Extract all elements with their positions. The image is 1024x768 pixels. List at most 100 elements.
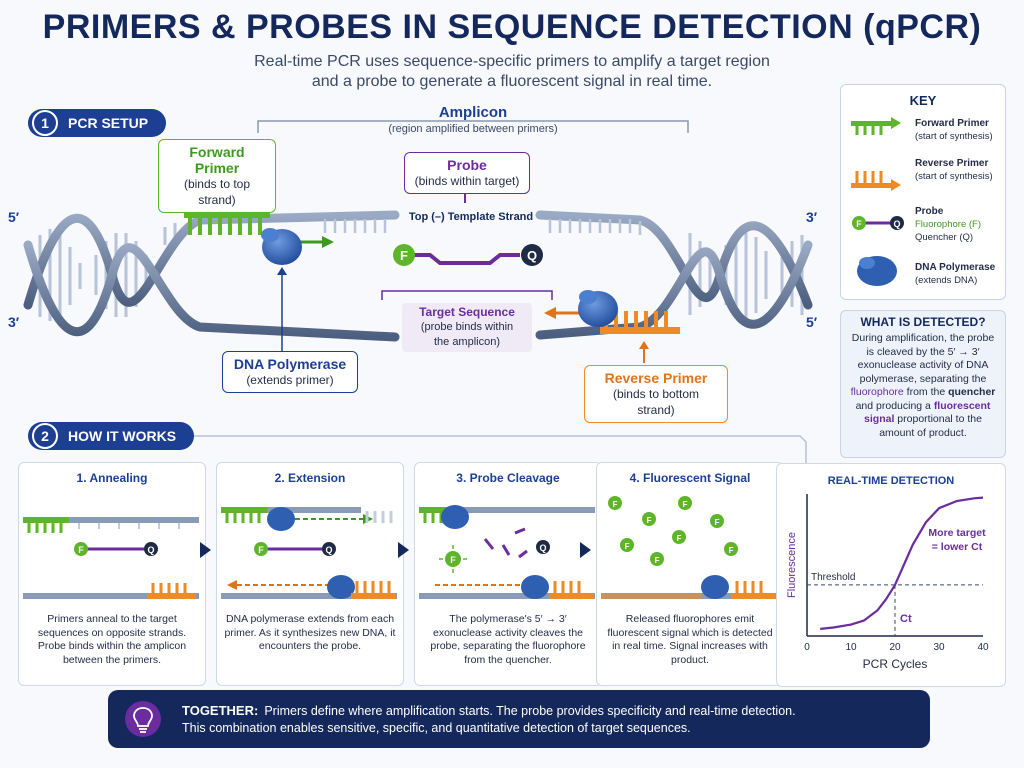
step-3-title: 3. Probe Cleavage xyxy=(456,471,560,485)
detected-signal: fluorescent signal xyxy=(864,399,991,426)
step-extension-panel: 2. Extension F Q DNA polymerase extends … xyxy=(216,462,404,686)
forward-primer-callout: Forward Primer (binds to top strand) xyxy=(158,139,276,213)
subtitle-line-2: and a probe to generate a fluorescent si… xyxy=(311,73,713,90)
step-2-description: DNA polymerase extends from each primer.… xyxy=(224,613,396,652)
step-signal-panel: 4. Fluorescent Signal F F F F F F F F Re… xyxy=(596,462,784,686)
key-row-forward: Forward Primer (start of synthesis) xyxy=(915,117,993,143)
probe-f-glyph: F xyxy=(400,248,408,263)
probe-title: Probe xyxy=(447,157,487,173)
key-title: KEY xyxy=(909,93,937,108)
step-cleavage-panel: 3. Probe Cleavage F Q The polymerase's 5… xyxy=(414,462,602,686)
svg-text:F: F xyxy=(683,500,688,509)
x-tick-label: 40 xyxy=(977,642,989,653)
step-2-illustration: F Q xyxy=(221,507,397,599)
key-panel: KEY F Q Forward Primer (start of synthes… xyxy=(840,84,1006,300)
target-sequence-callout: Target Sequence (probe binds within the … xyxy=(402,303,532,352)
section-2-header: 2 HOW IT WORKS xyxy=(28,422,195,450)
polymerase-right-lobe xyxy=(579,290,597,304)
end-label-top-left: 5′ xyxy=(8,209,20,225)
step-3-illustration: F Q xyxy=(419,505,595,599)
polymerase-left-lobe xyxy=(261,228,279,242)
annotation-line-2: = lower Ct xyxy=(932,541,983,553)
detected-fluorophore: fluorophore xyxy=(850,386,904,398)
polymerase-callout: DNA Polymerase (extends primer) xyxy=(222,351,358,393)
amplicon-label: Amplicon (region amplified between prime… xyxy=(378,104,568,135)
forward-primer-title: Forward Primer xyxy=(189,144,245,176)
svg-text:F: F xyxy=(613,500,618,509)
subtitle-line-1: Real-time PCR uses sequence-specific pri… xyxy=(254,53,770,70)
section-1-header: 1 PCR SETUP xyxy=(28,109,167,137)
key-probe-quench: Quencher (Q) xyxy=(915,232,974,243)
y-axis-label: Fluorescence xyxy=(786,532,798,598)
together-line-2: This combination enables sensitive, spec… xyxy=(182,721,691,735)
bottom-strand-right xyxy=(535,240,813,340)
step-1-title: 1. Annealing xyxy=(76,471,148,485)
reverse-arrowhead xyxy=(544,307,556,319)
probe-callout: Probe (binds within target) xyxy=(404,152,530,194)
detected-title: WHAT IS DETECTED? xyxy=(860,315,986,329)
svg-text:F: F xyxy=(677,534,682,543)
together-label: TOGETHER: xyxy=(182,703,259,718)
svg-text:Q: Q xyxy=(893,219,900,229)
reverse-primer-title: Reverse Primer xyxy=(604,370,708,386)
top-strand-ticks-left xyxy=(323,219,387,233)
svg-text:F: F xyxy=(78,545,84,555)
target-sequence-sub-2: the amplicon) xyxy=(433,336,501,348)
polymerase-subtitle: (extends primer) xyxy=(246,373,334,387)
detected-body: During amplification, the probe is cleav… xyxy=(850,332,996,439)
key-reverse-name: Reverse Primer xyxy=(915,158,989,169)
key-probe-name: Probe xyxy=(915,206,944,217)
amplicon-bracket xyxy=(257,120,689,133)
key-forward-name: Forward Primer xyxy=(915,118,989,129)
step-4-illustration: F F F F F F F F xyxy=(601,496,777,599)
section-1-number: 1 xyxy=(32,110,58,136)
key-reverse-desc: (start of synthesis) xyxy=(915,171,993,182)
together-text: TOGETHER: Primers define where amplificat… xyxy=(182,702,922,737)
probe-subtitle: (binds within target) xyxy=(414,174,520,188)
forward-primer-ticks xyxy=(188,217,262,235)
svg-text:Q: Q xyxy=(147,545,154,555)
reverse-callout-arrow xyxy=(639,341,649,349)
svg-text:Q: Q xyxy=(325,545,332,555)
probe-fluorophore xyxy=(393,244,415,266)
top-strand-ticks-right xyxy=(548,219,642,235)
section-1-label: PCR SETUP xyxy=(68,115,149,131)
polymerase-callout-arrow xyxy=(277,267,287,275)
amplification-curve xyxy=(820,496,984,630)
x-axis-label: PCR Cycles xyxy=(863,657,928,671)
together-banner: TOGETHER: Primers define where amplificat… xyxy=(108,690,930,748)
page-subtitle: Real-time PCR uses sequence-specific pri… xyxy=(150,52,874,92)
svg-text:F: F xyxy=(856,219,862,229)
key-polymerase-desc: (extends DNA) xyxy=(915,275,978,286)
page-title: PRIMERS & PROBES IN SEQUENCE DETECTION (… xyxy=(42,8,982,46)
key-forward-primer-icon xyxy=(851,117,901,135)
section-2-number: 2 xyxy=(32,423,58,449)
step-arrow-3 xyxy=(580,542,591,558)
polymerase-title: DNA Polymerase xyxy=(233,356,347,372)
annotation-line-1: More target xyxy=(928,527,986,539)
svg-text:F: F xyxy=(450,555,456,565)
key-row-polymerase: DNA Polymerase (extends DNA) xyxy=(915,261,995,287)
lightbulb-icon xyxy=(125,701,161,737)
target-sequence-sub-1: (probe binds within xyxy=(420,321,514,333)
x-tick-label: 30 xyxy=(933,642,945,653)
step-annealing-panel: 1. Annealing F Q Primers anneal to the t… xyxy=(18,462,206,686)
what-is-detected-panel: WHAT IS DETECTED? During amplification, … xyxy=(840,310,1006,458)
end-label-bottom-right: 5′ xyxy=(806,314,818,330)
svg-text:F: F xyxy=(715,518,720,527)
forward-arrowhead xyxy=(322,236,334,248)
top-strand-label: Top (–) Template Strand xyxy=(408,211,534,223)
svg-text:F: F xyxy=(729,546,734,555)
step-2-title: 2. Extension xyxy=(274,471,346,485)
step-4-title: 4. Fluorescent Signal xyxy=(629,471,751,485)
target-sequence-title: Target Sequence xyxy=(419,305,515,319)
x-tick-label: 20 xyxy=(889,642,901,653)
threshold-label: Threshold xyxy=(811,572,855,583)
bottom-strand-left xyxy=(23,240,400,342)
target-bracket xyxy=(381,290,553,300)
together-line-1: Primers define where amplification start… xyxy=(264,704,796,718)
key-row-probe: Probe Fluorophore (F) Quencher (Q) xyxy=(915,205,981,244)
probe-q-glyph: Q xyxy=(527,248,537,263)
